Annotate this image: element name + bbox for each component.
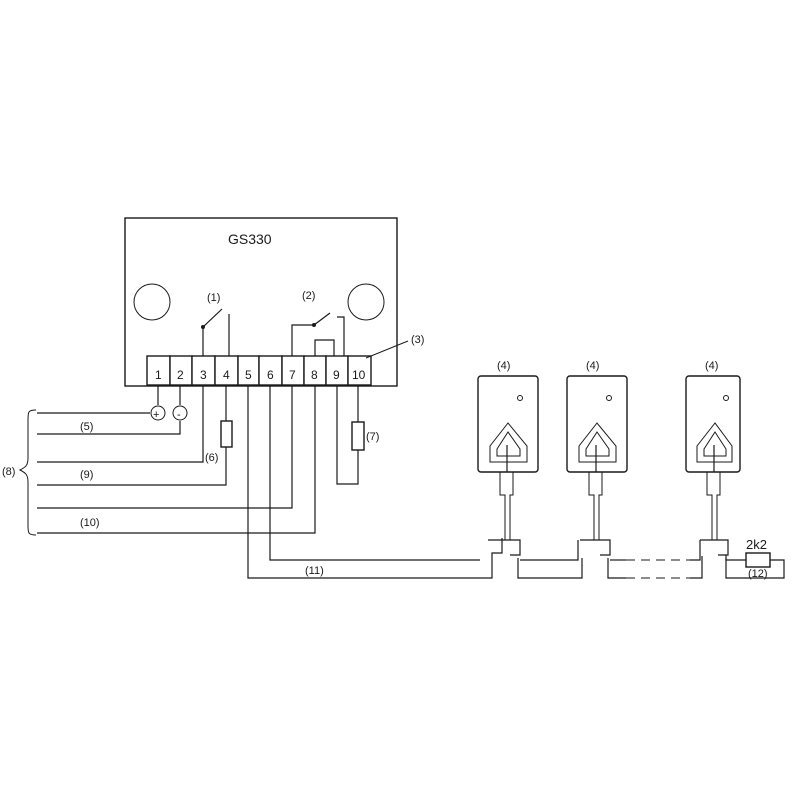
wire-terminal-4 <box>37 385 233 486</box>
terminal-label-7: 7 <box>289 368 296 382</box>
callout-7: (7) <box>366 431 379 443</box>
callout-5: (5) <box>80 421 93 433</box>
loop-wire-terminal-6 <box>269 385 480 561</box>
terminal-label-3: 3 <box>200 368 207 382</box>
callout-4b: (4) <box>586 360 599 372</box>
loop-link-1-2-top <box>520 540 579 561</box>
loop-link-3-in-bottom <box>690 556 703 579</box>
callout-9: (9) <box>80 469 93 481</box>
resistor-value: 2k2 <box>746 537 767 552</box>
callout-4a: (4) <box>497 360 510 372</box>
resistor-6 <box>220 420 233 448</box>
wire-terminal-7 <box>37 385 293 509</box>
plus-symbol <box>150 405 166 421</box>
mounting-hole-right <box>347 283 385 321</box>
wire-terminal-3 <box>37 385 204 463</box>
leader-3 <box>365 340 409 359</box>
terminal-label-8: 8 <box>311 368 318 382</box>
resistor-2k2 <box>745 552 771 568</box>
terminal-block: 1 2 3 4 5 6 7 8 9 10 <box>146 355 372 386</box>
supply-wiring: + - <box>37 385 188 435</box>
callout-2: (2) <box>302 290 315 302</box>
brace-8 <box>18 409 37 536</box>
loop-link-3-in-top <box>690 540 701 561</box>
plus-sign: + <box>153 409 159 421</box>
loop-link-1-2-bottom <box>517 558 583 579</box>
terminal-label-6: 6 <box>267 368 274 382</box>
terminal-box-10 <box>347 355 372 386</box>
relay-contact-2 <box>291 312 345 356</box>
terminal-label-9: 9 <box>333 368 340 382</box>
wire-terminal-8 <box>37 385 316 534</box>
sensor-3 <box>685 375 741 556</box>
terminal-label-5: 5 <box>245 368 252 382</box>
relay-contact-1 <box>201 308 230 356</box>
loop-link-2-out-bottom <box>607 558 626 579</box>
terminal-label-4: 4 <box>223 368 230 382</box>
loop-wire-terminal-5 <box>247 385 503 579</box>
callout-6: (6) <box>205 452 218 464</box>
resistor-7 <box>351 421 365 451</box>
callout-4c: (4) <box>705 360 718 372</box>
end-of-line-resistor <box>725 552 785 579</box>
sensor-1 <box>477 375 539 556</box>
callout-10: (10) <box>80 517 100 529</box>
callout-8: (8) <box>2 466 15 478</box>
callout-11: (11) <box>305 565 324 577</box>
sensor-2 <box>566 375 628 556</box>
minus-symbol <box>172 405 188 421</box>
callout-12: (12) <box>748 568 768 580</box>
mounting-hole-left <box>133 283 171 321</box>
minus-sign: - <box>177 409 181 421</box>
terminal-label-2: 2 <box>177 368 184 382</box>
callout-3: (3) <box>411 334 424 346</box>
terminal-label-1: 1 <box>155 368 162 382</box>
callout-1: (1) <box>207 292 220 304</box>
wire-terminals-9-10 <box>336 385 365 485</box>
device-title: GS330 <box>228 231 272 247</box>
terminal-label-10: 10 <box>352 368 366 382</box>
